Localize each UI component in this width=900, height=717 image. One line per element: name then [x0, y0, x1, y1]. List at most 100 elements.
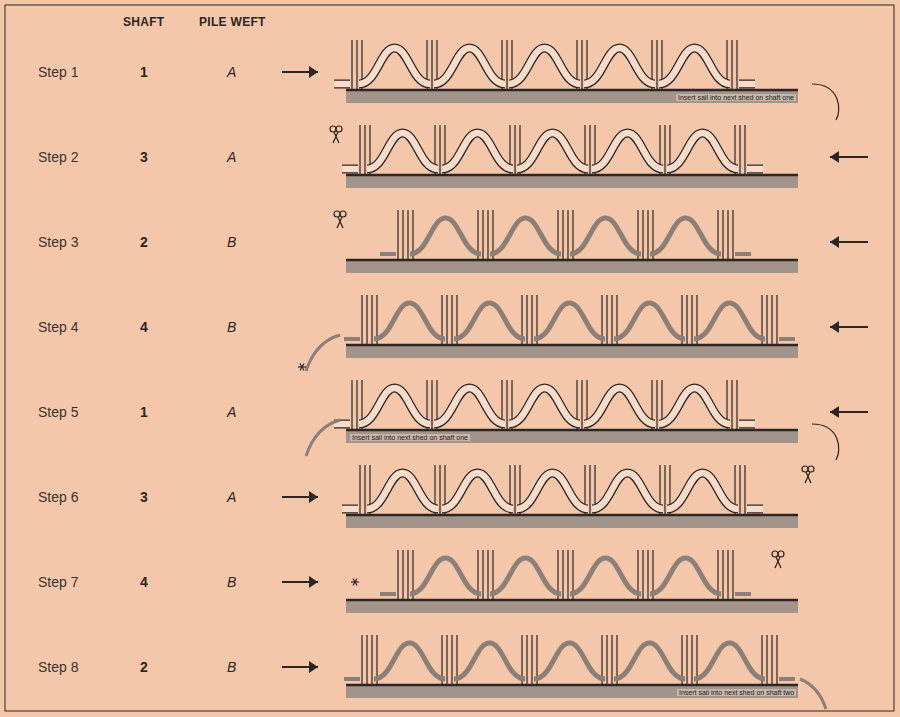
shaft-number: 3	[140, 490, 148, 504]
warp-thread	[562, 210, 563, 260]
warp-thread	[562, 550, 563, 600]
warp-thread	[567, 210, 568, 260]
warp-thread	[351, 40, 352, 90]
scissors-symbol	[336, 126, 342, 132]
instruction-note: Insert sail into next shed on shaft two	[677, 689, 796, 696]
warp-thread	[397, 210, 398, 260]
weft-tail	[739, 80, 755, 89]
pile-weft-a	[434, 48, 505, 84]
warp-thread	[727, 550, 728, 600]
weft-tail	[747, 166, 763, 173]
pile-weft-a	[434, 388, 505, 424]
pile-weft-a	[359, 48, 430, 84]
pile-weft-letter: A	[227, 65, 236, 79]
warp-thread	[356, 380, 357, 430]
warp-thread	[656, 380, 657, 430]
warp-thread	[739, 465, 740, 515]
baseline	[346, 684, 798, 687]
step-label: Step 8	[38, 660, 78, 674]
weft-tail	[334, 81, 350, 88]
pile-weft-b	[534, 643, 605, 679]
pile-weft-a	[367, 133, 438, 169]
warp-thread	[589, 125, 590, 175]
instruction-note: Insert sail into next shed on shaft one	[676, 94, 796, 101]
pile-weft-a	[659, 48, 730, 84]
pile-weft-b	[650, 218, 721, 254]
pile-weft-a	[517, 473, 588, 509]
ground-band	[346, 600, 798, 613]
pile-weft-letter: B	[227, 660, 236, 674]
warp-thread	[771, 635, 772, 685]
warp-thread	[366, 295, 367, 345]
warp-thread	[506, 380, 507, 430]
weft-tail	[380, 252, 396, 256]
shaft-number: 2	[140, 660, 148, 674]
pile-weft-a	[584, 48, 655, 84]
warp-thread	[589, 465, 590, 515]
pile-weft-a	[592, 133, 663, 169]
pile-weft-a	[667, 133, 738, 169]
warp-thread	[397, 550, 398, 600]
frame	[5, 5, 894, 711]
baseline	[346, 89, 798, 92]
weft-tail	[739, 420, 755, 429]
warp-thread	[356, 40, 357, 90]
weft-tail	[306, 420, 340, 456]
weft-tail	[306, 335, 340, 371]
warp-thread	[361, 635, 362, 685]
warp-thread	[686, 295, 687, 345]
weft-tail	[344, 337, 360, 341]
scissors-symbol	[337, 217, 343, 228]
warp-thread	[581, 40, 582, 90]
scissors-symbol	[808, 466, 814, 472]
pile-weft-a	[584, 48, 655, 84]
weft-tail	[747, 505, 763, 514]
warp-thread	[647, 210, 648, 260]
warp-thread	[776, 295, 777, 345]
shaft-number: 4	[140, 320, 148, 334]
warp-thread	[664, 465, 665, 515]
weft-tail	[735, 252, 751, 256]
pile-weft-b	[410, 558, 481, 594]
weft-tail	[812, 84, 839, 120]
weft-tail	[342, 166, 358, 173]
pile-weft-a	[667, 133, 738, 169]
warp-thread	[691, 635, 692, 685]
baseline	[346, 599, 798, 602]
warp-thread	[766, 635, 767, 685]
baseline	[346, 429, 798, 432]
arrow-head	[830, 321, 839, 333]
step-label: Step 4	[38, 320, 78, 334]
warp-thread	[642, 210, 643, 260]
pile-weft-letter: A	[227, 150, 236, 164]
pile-weft-b	[694, 303, 765, 339]
step-label: Step 1	[38, 65, 78, 79]
pile-weft-b	[454, 643, 525, 679]
warp-thread	[526, 635, 527, 685]
warp-thread	[766, 295, 767, 345]
pile-weft-letter: B	[227, 575, 236, 589]
pile-weft-b	[374, 643, 445, 679]
pile-weft-letter: A	[227, 405, 236, 419]
pile-weft-b	[410, 218, 481, 254]
arrow-head	[309, 491, 318, 503]
pile-weft-a	[659, 388, 730, 424]
pile-weft-a	[517, 473, 588, 509]
warp-thread	[371, 295, 372, 345]
shaft-number: 1	[140, 65, 148, 79]
pile-weft-a	[367, 473, 438, 509]
warp-thread	[431, 380, 432, 430]
warp-thread	[531, 295, 532, 345]
warp-thread	[366, 635, 367, 685]
scissors-symbol	[330, 126, 336, 132]
shaft-number: 1	[140, 405, 148, 419]
weft-tail	[747, 506, 763, 513]
scissors-symbol	[340, 211, 346, 217]
ground-band	[346, 175, 798, 188]
warp-thread	[611, 295, 612, 345]
warp-thread	[531, 635, 532, 685]
warp-thread	[359, 465, 360, 515]
warp-thread	[744, 125, 745, 175]
warp-thread	[364, 125, 365, 175]
